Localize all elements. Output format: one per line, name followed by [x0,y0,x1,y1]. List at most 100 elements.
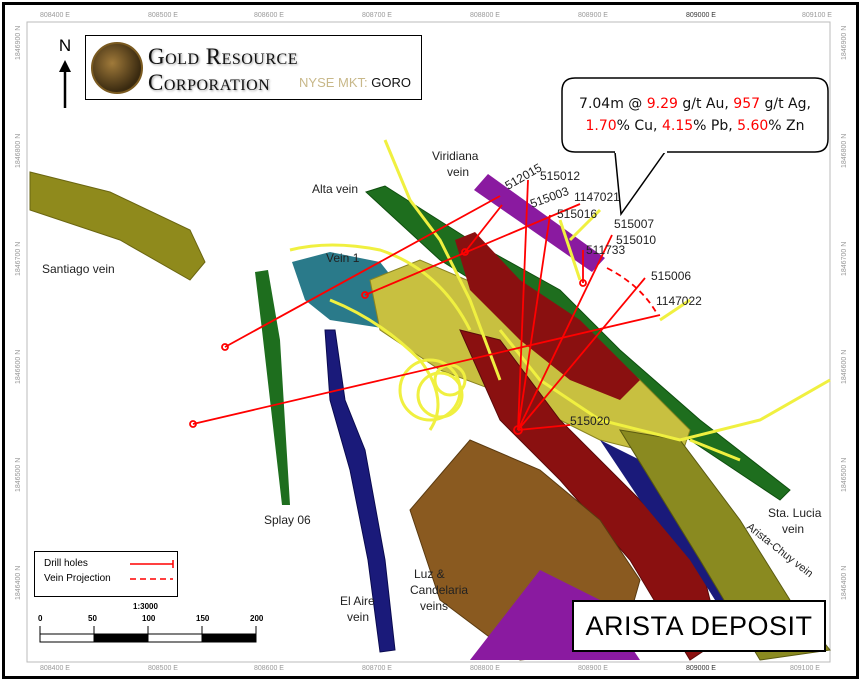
easting-label: 808900 E [578,12,608,19]
easting-label: 808600 E [254,12,284,19]
map-neatline [26,21,831,663]
assay-text: 7.04m @ 9.29 g/t Au, 957 g/t Ag, 1.70% C… [561,93,829,137]
scale-tick: 0 [38,614,43,623]
drill-hole-label: 515007 [614,217,654,231]
scale-tick: 50 [88,614,97,623]
northing-label: 1846600 N [841,350,848,384]
drill-hole-label: 512015 [503,160,545,192]
drill-hole-label: 1147021 [574,190,620,204]
northing-label: 1846400 N [15,566,22,600]
drill-hole-label: 515012 [540,169,580,183]
easting-label: 808500 E [148,12,178,19]
easting-label: 808800 E [470,12,500,19]
northing-label: 1846400 N [841,566,848,600]
drill-hole-line [517,424,571,431]
easting-label: 808500 E [148,665,178,672]
easting-label: 808400 E [40,665,70,672]
deposit-title: ARISTA DEPOSIT [572,600,826,652]
drill-hole-label: 515006 [651,269,691,283]
vein-projection [606,267,657,313]
sta-lucia-label: Sta. Lucia [768,506,822,520]
scale-bar: 1:3000 0 50 100 150 200 [38,602,268,647]
easting-label: 808700 E [362,665,392,672]
northing-label: 1846500 N [841,458,848,492]
luz-candelaria-label: veins [420,599,448,613]
easting-label: 808900 E [578,665,608,672]
viridiana-vein [474,174,605,272]
el-aire-label: El Aire [340,594,375,608]
interval-length: 7.04m @ [579,96,647,112]
northing-label: 1846700 N [15,242,22,276]
sta-lucia-label: vein [782,522,804,536]
drill-hole-line [517,214,551,431]
easting-label: 808800 E [470,665,500,672]
drill-hole-line [224,195,501,348]
northing-label: 1846900 N [15,26,22,60]
drill-hole-line [192,314,661,425]
luz-candelaria-label: Luz & [414,567,445,581]
au-grade: 9.29 [646,96,678,112]
north-arrow: N [55,36,75,110]
drill-hole-label: 515020 [570,414,610,428]
santiago-vein-label: Santiago vein [42,262,115,276]
drill-hole-line [517,234,613,431]
easting-label: 809000 E [686,665,716,672]
splay06-label: Splay 06 [264,513,311,527]
drill-holes [189,179,661,435]
easting-axis-bottom: 808400 E 808500 E 808600 E 808700 E 8088… [40,665,820,672]
cu-unit: % Cu, [616,118,662,134]
easting-label: 808600 E [254,665,284,672]
north-label: N [58,36,72,55]
north-arrow-icon [59,60,71,108]
scale-tick: 200 [250,614,264,623]
drill-hole-line [517,179,529,431]
drill-hole-label: 515016 [557,207,597,221]
company-logo: Gold Resource Corporation NYSE MKT: GORO [85,35,422,100]
legend-vein-projection: Vein Projection [44,573,111,584]
drill-hole-label: 1147022 [656,294,702,308]
easting-axis-top: 808400 E 808500 E 808600 E 808700 E 8088… [40,12,832,19]
el-aire-vein [324,329,396,653]
easting-label: 808700 E [362,12,392,19]
red-vein-upper [455,232,640,400]
zn-unit: % Zn [768,118,805,134]
ticker-symbol: GORO [371,75,411,90]
el-aire-label: vein [347,610,369,624]
zn-grade: 5.60 [737,118,769,134]
luz-candelaria-label: Candelaria [410,583,468,597]
drill-hole-label: 511733 [586,243,625,257]
ag-unit: g/t Ag, [760,96,811,112]
easting-label: 809000 E [686,12,716,19]
santiago-vein [29,171,206,281]
drill-hole-line [464,204,503,253]
splay06-vein [255,270,290,505]
underground-workings [289,139,831,462]
ag-grade: 957 [733,96,761,112]
easting-label: 809100 E [802,12,832,19]
northing-label: 1846900 N [841,26,848,60]
assay-callout: 7.04m @ 9.29 g/t Au, 957 g/t Ag, 1.70% C… [561,77,829,153]
northing-label: 1846700 N [841,242,848,276]
company-name: Gold Resource Corporation [148,44,298,95]
easting-label: 809100 E [790,665,820,672]
northing-label: 1846800 N [15,134,22,168]
legend-drill-holes: Drill holes [44,558,88,569]
drill-hole-label: 515010 [616,233,656,247]
viridiana-vein-label: Viridiana [432,149,479,163]
northing-axis-left: 1846900 N 1846800 N 1846700 N 1846600 N … [15,26,22,600]
pb-grade: 4.15 [661,118,694,134]
pb-unit: % Pb, [693,118,738,134]
easting-label: 808400 E [40,12,70,19]
northing-label: 1846500 N [15,458,22,492]
northing-label: 1846800 N [841,134,848,168]
viridiana-vein-label: vein [447,165,469,179]
scale-ratio: 1:3000 [133,602,158,611]
market-label: NYSE MKT: [299,75,368,90]
au-unit: g/t Au, [677,96,734,112]
drill-hole-line [517,277,646,431]
northing-label: 1846600 N [15,350,22,384]
northing-axis-right: 1846900 N 1846800 N 1846700 N 1846600 N … [841,26,848,600]
drill-hole-line [364,203,581,296]
coin-logo-icon [91,42,143,94]
